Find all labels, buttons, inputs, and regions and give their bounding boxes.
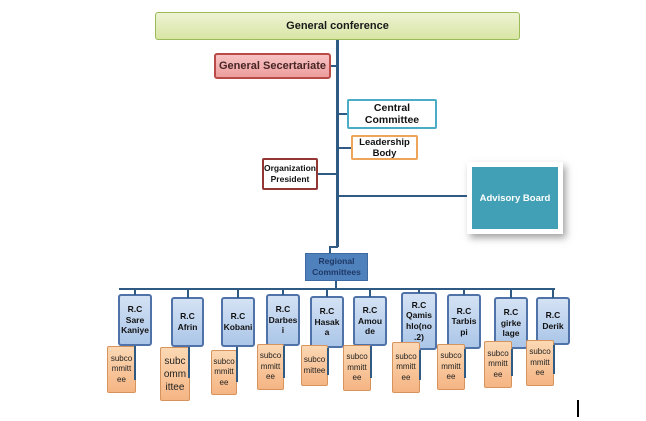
- connector-leadership-body: [337, 147, 352, 149]
- connector-trunk: [336, 40, 339, 247]
- node-organization-president: Organization President: [262, 158, 318, 190]
- node-label: R.C Tarbis pi: [451, 305, 477, 337]
- node-rc-afrin: R.C Afrin: [171, 297, 204, 347]
- drop-to-rc-10: [552, 288, 554, 298]
- drop-to-rc-9: [510, 288, 512, 298]
- node-rc-sare-kaniye: R.C Sare Kaniye: [118, 294, 152, 346]
- connector-organization-president: [317, 173, 338, 175]
- node-regional-committees: Regional Committees: [305, 253, 368, 281]
- node-central-committee: Central Committee: [347, 99, 437, 129]
- node-label: subco mittee: [303, 355, 326, 375]
- drop-to-rc-1: [134, 288, 136, 295]
- node-label: R.C Derik: [542, 310, 564, 331]
- node-label: subco mmitt ee: [395, 351, 417, 382]
- node-label: R.C Sare Kaniye: [121, 304, 149, 336]
- node-label: subco mmitt ee: [110, 353, 133, 384]
- node-label: subco mmitt ee: [259, 351, 282, 382]
- text-cursor-artifact: [577, 400, 579, 417]
- node-label: R.C Hasak a: [314, 306, 340, 338]
- node-label: subco mmitt ee: [529, 347, 551, 378]
- drop-to-rc-8: [463, 288, 465, 295]
- node-label: subco mmitt ee: [487, 348, 509, 379]
- advisory-board-fill: Advisory Board: [472, 167, 558, 229]
- drop-to-sub-1: [134, 346, 136, 380]
- connector-trunk-elbow-h: [329, 246, 338, 248]
- node-label: Advisory Board: [479, 192, 551, 204]
- node-label: R.C Afrin: [177, 311, 198, 332]
- node-label: R.C Qamis hlo(no .2): [406, 299, 432, 342]
- node-subcommittee-9: subco mmitt ee: [484, 341, 512, 388]
- node-label: Organization President: [264, 162, 316, 184]
- connector-advisory-board: [337, 195, 467, 197]
- node-label: R.C Kobani: [223, 311, 253, 332]
- node-subcommittee-1: subco mmitt ee: [107, 346, 136, 393]
- connector-secertariate: [330, 65, 338, 67]
- drop-to-sub-6: [370, 346, 372, 378]
- connector-central-committee: [337, 113, 348, 115]
- node-label: Leadership Body: [359, 136, 410, 159]
- node-label: subco mmitt ee: [346, 352, 368, 383]
- node-rc-amoude: R.C Amou de: [353, 296, 387, 346]
- node-rc-hasaka: R.C Hasak a: [310, 296, 344, 348]
- connector-regional-down: [335, 281, 337, 289]
- node-label: Central Committee: [364, 102, 420, 126]
- node-label: R.C Amou de: [357, 305, 383, 337]
- node-subcommittee-10: subco mmitt ee: [526, 340, 554, 386]
- drop-to-sub-10: [553, 345, 555, 374]
- node-label: R.C girke lage: [500, 307, 522, 339]
- node-general-conference: General conference: [155, 12, 520, 40]
- node-advisory-board: Advisory Board: [467, 162, 563, 234]
- drop-to-sub-9: [511, 349, 513, 376]
- node-label: General Secertariate: [218, 60, 326, 72]
- node-subcommittee-8: subco mmitt ee: [437, 344, 465, 390]
- node-label: General conference: [286, 20, 389, 32]
- node-label: subco mmitt ee: [213, 356, 235, 387]
- drop-to-rc-2: [187, 288, 189, 298]
- node-rc-kobani: R.C Kobani: [221, 297, 255, 347]
- node-subcommittee-7: subco mmitt ee: [392, 342, 420, 393]
- node-subcommittee-5: subco mittee: [301, 345, 328, 386]
- node-subcommittee-2: subc omm ittee: [160, 347, 190, 401]
- drop-to-sub-4: [283, 346, 285, 378]
- node-rc-derik: R.C Derik: [536, 297, 570, 345]
- drop-to-sub-8: [464, 349, 466, 378]
- connector-trunk-elbow-v: [329, 246, 331, 254]
- drop-to-sub-3: [236, 347, 238, 382]
- drop-to-rc-5: [326, 288, 328, 297]
- drop-to-sub-5: [327, 348, 329, 375]
- node-label: Regional Committees: [312, 255, 361, 277]
- node-leadership-body: Leadership Body: [351, 135, 418, 160]
- drop-to-rc-3: [237, 288, 239, 298]
- node-rc-tarbispi: R.C Tarbis pi: [447, 294, 481, 349]
- node-subcommittee-6: subco mmitt ee: [343, 345, 371, 391]
- node-general-secertariate: General Secertariate: [214, 53, 331, 79]
- drop-to-sub-7: [419, 350, 421, 380]
- drop-to-rc-7: [418, 288, 420, 293]
- drop-to-rc-6: [369, 288, 371, 297]
- node-rc-darbesi: R.C Darbes i: [266, 294, 300, 346]
- connector-branch-bar: [119, 288, 555, 290]
- node-label: subco mmitt ee: [440, 351, 462, 382]
- drop-to-rc-4: [282, 288, 284, 295]
- node-label: R.C Darbes i: [268, 304, 298, 336]
- node-label: subc omm ittee: [163, 355, 187, 393]
- node-subcommittee-4: subco mmitt ee: [257, 344, 284, 390]
- node-subcommittee-3: subco mmitt ee: [211, 350, 237, 395]
- node-rc-girke-lage: R.C girke lage: [494, 297, 528, 349]
- drop-to-sub-2: [188, 347, 190, 378]
